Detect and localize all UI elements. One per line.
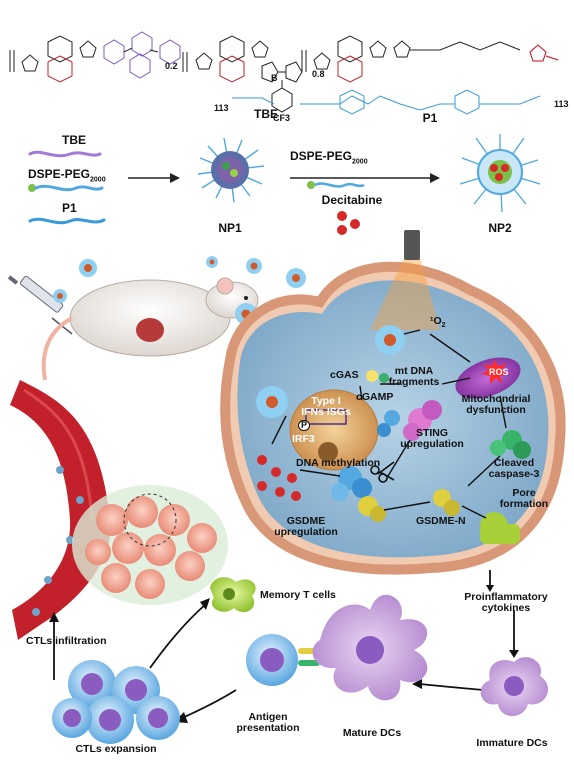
- p1-strand: [28, 217, 106, 225]
- scissors-icon: [370, 461, 395, 483]
- phospho-badge: P: [298, 420, 311, 432]
- dna-methylation-label: DNA methylation: [296, 457, 381, 469]
- mitochondrion: [455, 357, 521, 399]
- tbe-structure-label: TBE: [254, 107, 278, 121]
- nucleus: [289, 389, 379, 471]
- material-label-dspe: DSPE-PEG2000: [28, 167, 106, 184]
- np1-particle: [197, 137, 265, 203]
- mature-dcs-label: Mature DCs: [342, 727, 402, 739]
- cgas-label: cGAS: [330, 369, 359, 381]
- peg-index-right: 113: [554, 99, 569, 109]
- antigen-presentation-cell: [246, 634, 320, 686]
- gsdme-n-label: GSDME-N: [416, 515, 466, 527]
- dspe-head: [28, 184, 36, 192]
- immune-arrows: [49, 570, 519, 723]
- material-label-p1: P1: [62, 201, 77, 215]
- singlet-oxygen-label: ¹O2: [430, 315, 446, 330]
- ros-label: ROS: [489, 367, 509, 377]
- np2-label: NP2: [488, 221, 512, 235]
- tumor-tissue: [72, 485, 228, 605]
- immature-dcs-label: Immature DCs: [476, 737, 548, 749]
- irf3-label: IRF3: [292, 433, 315, 445]
- ctl-infiltration-label: CTLs infiltration: [26, 635, 107, 647]
- fraction-right: 0.8: [312, 69, 325, 79]
- cf3-label: CF3: [273, 113, 291, 123]
- decitabine-in-cell: [257, 455, 301, 501]
- material-strands: [28, 150, 106, 225]
- assembly-arrow-1: [128, 173, 180, 183]
- floating-nanoparticles: [53, 256, 306, 325]
- fraction-left: 0.2: [165, 61, 178, 71]
- memory-t-cell: [210, 577, 256, 613]
- inner-nanoparticles: [256, 325, 405, 418]
- ctl-expansion-label: CTLs expansion: [75, 743, 157, 755]
- dspe-label-right: DSPE-PEG2000: [290, 149, 368, 166]
- ctl-cluster: [52, 660, 180, 744]
- peg-index-left: 113: [214, 103, 229, 113]
- laser-beam: [370, 230, 440, 330]
- np1-label: NP1: [218, 221, 242, 235]
- protein-clusters: [331, 370, 531, 544]
- assembly-arrow-2: [290, 173, 440, 189]
- boron-label: B: [271, 73, 278, 83]
- tbe-strand: [28, 150, 102, 158]
- cell-arrows: [271, 329, 507, 519]
- decitabine-molecules: [337, 211, 360, 235]
- peg-strand: [34, 184, 104, 192]
- p1-structure-label: P1: [422, 111, 438, 125]
- immature-dc: [480, 657, 549, 716]
- decitabine-label: Decitabine: [321, 193, 383, 207]
- chemical-structures: [9, 31, 559, 115]
- mature-dc: [312, 594, 428, 701]
- np2-particle: [459, 134, 541, 213]
- material-label-tbe: TBE: [62, 133, 86, 147]
- cgamp-label: cGAMP: [356, 391, 394, 403]
- memory-t-label: Memory T cells: [260, 589, 336, 601]
